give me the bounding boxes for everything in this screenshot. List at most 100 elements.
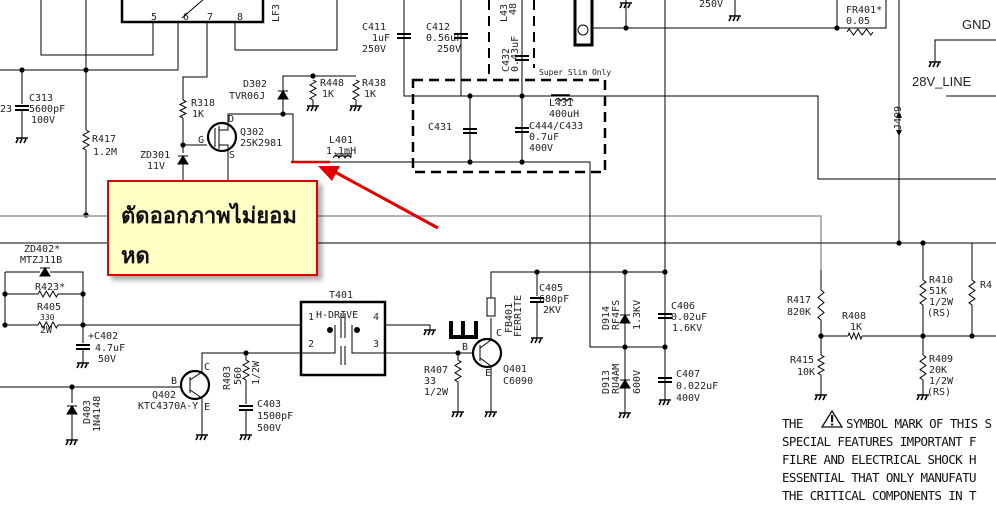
q402-collector: C: [204, 362, 210, 373]
r409-resistor-icon: [919, 354, 927, 381]
t401-type: H-DRIVE: [316, 310, 358, 321]
l43x-name: L43: [499, 4, 510, 22]
c406-value: 0.02uF: [671, 312, 707, 323]
r423-name: R423*: [35, 282, 65, 293]
c406-capacitor-icon: [658, 313, 672, 319]
c412-name: C412: [426, 22, 450, 33]
c407-voltage: 400V: [676, 393, 700, 404]
gnd-label: GND: [962, 17, 991, 32]
r417-resistor-icon: [81, 129, 91, 151]
r410-resistor-icon: [919, 279, 927, 306]
r403-resistor-icon: [241, 359, 251, 381]
zd301-name: ZD301: [140, 150, 170, 161]
ic-pin-6: 6: [183, 12, 189, 23]
ground-icon: [15, 137, 28, 144]
d914-diode-icon: [619, 314, 631, 324]
transistor-q401-icon: [471, 337, 503, 369]
r405-name: R405: [37, 302, 61, 313]
c405-name: C405: [539, 283, 563, 294]
c406-voltage: 1.6KV: [672, 323, 702, 334]
l431-value: 400uH: [549, 109, 579, 120]
super-slim-only-label: Super Slim Only: [539, 68, 611, 77]
c403-value: 1500pF: [257, 411, 293, 422]
junction-dot: [622, 344, 628, 350]
d403-name: D403: [82, 400, 93, 424]
t401-name: T401: [329, 290, 353, 301]
arrow-head-icon: [318, 166, 340, 181]
r405-value: 330: [40, 313, 55, 322]
warning-triangle-icon: [820, 409, 844, 428]
junction-dot: [83, 212, 89, 218]
r448-name: R448: [320, 78, 344, 89]
r438-resistor-icon: [351, 79, 361, 101]
callout-line-2: หด: [121, 243, 150, 269]
r407-resistor-icon: [454, 359, 462, 383]
c411-voltage: 250V: [362, 44, 386, 55]
r407-name: R407: [424, 365, 448, 376]
r415-name: R415: [790, 355, 814, 366]
c403-name: C403: [257, 399, 281, 410]
note-line-2: SPECIAL FEATURES IMPORTANT F: [782, 434, 976, 449]
q302-drain: D: [228, 114, 234, 125]
r407-value: 33: [424, 376, 436, 387]
ic-name: LF3: [271, 4, 282, 22]
t401-phase-dot: [327, 327, 333, 333]
t401-phase-dot: [354, 327, 360, 333]
d914-part: RF4FS: [611, 300, 622, 330]
ic-internal-line: [181, 0, 204, 19]
wire: [479, 357, 492, 412]
c411-capacitor-icon: [397, 33, 411, 39]
r417b-value: 820K: [787, 307, 811, 318]
callout-line-1: ตัดออกภาพไม่ยอม: [121, 203, 297, 229]
r407-watt: 1/2W: [424, 387, 449, 398]
wire: [301, 325, 336, 354]
r403-watt: 1/2W: [251, 360, 262, 385]
ground-icon: [484, 411, 497, 418]
j409-jumper-icon: [896, 112, 902, 136]
d913-diode-icon: [619, 379, 631, 389]
ground-icon: [306, 105, 319, 112]
l401-value: 1.1mH: [326, 146, 356, 157]
q302-source: S: [229, 150, 235, 161]
r405-resistor-icon: [37, 320, 59, 330]
wire: [479, 318, 492, 349]
d302-name: D302: [243, 79, 267, 90]
q402-emitter: E: [204, 402, 210, 413]
r417-value: 1.2M: [93, 147, 117, 158]
wire: [40, 0, 154, 56]
zd301-value: 11V: [147, 161, 165, 172]
arrow-shaft: [334, 170, 439, 230]
d914-voltage: 1.3KV: [632, 300, 643, 330]
d403-diode-icon: [66, 405, 78, 415]
r410-type: (RS): [927, 308, 951, 319]
wire: [385, 324, 431, 330]
d403-part: 1N4148: [92, 396, 103, 432]
c313-name: C313: [29, 93, 53, 104]
c431-name: C431: [428, 122, 452, 133]
ground-icon: [423, 329, 436, 336]
label-23: 23: [0, 104, 12, 115]
q401-base: B: [462, 342, 468, 353]
c412-capacitor-icon: [454, 33, 468, 39]
wire: [219, 113, 283, 131]
r318-resistor-icon: [178, 99, 188, 119]
safety-note: THE SYMBOL MARK OF THIS S SPECIAL FEATUR…: [782, 409, 992, 503]
ground-icon: [928, 61, 941, 68]
r409-value: 20K: [929, 365, 947, 376]
c403-voltage: 500V: [257, 423, 281, 434]
q401-emitter: E: [485, 368, 491, 379]
mosfet-q302-icon: [206, 121, 238, 153]
zd402-name: ZD402*: [24, 244, 60, 255]
r409-watt: 1/2W: [929, 376, 954, 387]
r408-value: 1K: [850, 322, 862, 333]
ic-pin-5: 5: [151, 12, 157, 23]
r410-watt: 1/2W: [929, 297, 954, 308]
r318-name: R318: [191, 98, 215, 109]
q402-name: Q402: [152, 390, 176, 401]
c444-capacitor-icon: [515, 127, 529, 133]
r423-resistor-icon: [37, 289, 59, 299]
l431-name: L431: [549, 98, 573, 109]
r410-value: 51K: [929, 286, 947, 297]
q401-collector: C: [496, 328, 502, 339]
r4x-resistor-icon: [968, 279, 976, 306]
